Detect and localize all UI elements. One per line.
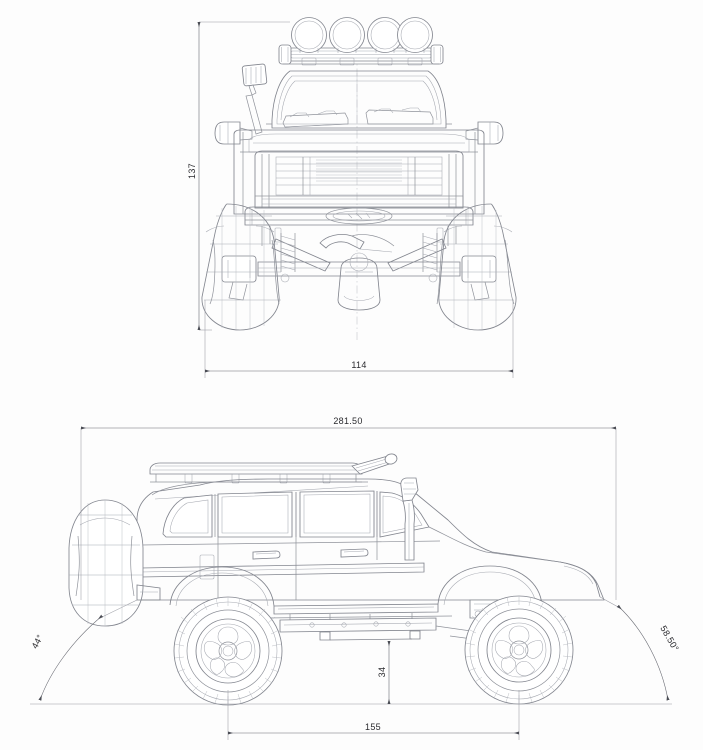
differential — [337, 257, 381, 311]
dimension-ground-clearance: 34 — [377, 640, 391, 705]
rear-bumper — [136, 584, 161, 601]
dimension-overall-length: 281.50 — [80, 416, 617, 600]
dimension-label-overall-length: 281.50 — [333, 416, 362, 426]
rear-wheel-rim — [195, 618, 261, 684]
front-wheel-arch — [437, 565, 543, 606]
angle-arc — [38, 614, 104, 701]
front-wheel-spokes — [494, 625, 544, 677]
coil-spring-right — [422, 233, 438, 272]
door-handles — [252, 548, 369, 560]
roof-awning — [351, 453, 398, 475]
spotlight-2 — [329, 17, 365, 53]
dimension-label-ground-clearance: 34 — [377, 667, 387, 678]
departure-reference-line — [99, 599, 138, 619]
rock-slider — [273, 603, 439, 615]
front-elevation-view — [201, 17, 517, 340]
dimension-front-height: 137 — [187, 21, 290, 331]
belt-line — [140, 540, 441, 546]
front-tire-tread — [465, 596, 573, 704]
front-body — [233, 129, 485, 226]
coil-spring-left — [280, 233, 296, 272]
dimension-front-width: 114 — [204, 300, 514, 378]
rear-wheel-spokes — [203, 626, 253, 678]
front-view-dimensions: 137 114 — [187, 21, 514, 378]
body-shell-side — [68, 477, 605, 627]
front-door-window — [299, 490, 375, 538]
rear-door-window — [217, 491, 293, 538]
fuel-door — [199, 554, 215, 580]
angle-arc — [616, 604, 670, 701]
axle-housing — [257, 261, 461, 277]
frame-rail — [279, 617, 437, 633]
spare-tire-rear — [68, 499, 144, 627]
front-wheel-rim — [486, 617, 552, 683]
front-tire-left — [201, 203, 281, 331]
side-view-dimensions: 281.50 155 34 44° 58.50° — [30, 416, 681, 740]
rear-wheel-arch — [169, 566, 275, 607]
front-tire-right — [436, 203, 517, 331]
winch — [325, 207, 393, 225]
roof-rack-front — [278, 44, 444, 66]
dimension-label-front-width: 114 — [351, 360, 366, 370]
windshield-wipers — [282, 107, 434, 128]
snorkel — [400, 477, 419, 561]
dimension-label-wheelbase: 155 — [365, 722, 381, 732]
dimension-label-front-height: 137 — [187, 163, 197, 179]
spotlight-1 — [291, 17, 327, 53]
pillar-lamp — [241, 63, 268, 135]
approach-reference-line — [599, 596, 621, 609]
front-suspension-assembly — [221, 226, 497, 311]
windshield-assembly — [266, 70, 452, 129]
spotlight-cluster — [291, 17, 433, 53]
roof-rack-side — [149, 453, 398, 484]
rear-tire-tread — [174, 597, 282, 705]
grille — [316, 159, 402, 182]
spotlight-4 — [397, 17, 433, 53]
front-bumper — [244, 206, 474, 226]
axle-line — [329, 638, 413, 641]
dimension-wheelbase: 155 — [227, 690, 520, 740]
side-elevation-view — [30, 453, 672, 706]
front-wheel-side — [464, 595, 574, 705]
rear-wheel-side — [173, 596, 283, 706]
